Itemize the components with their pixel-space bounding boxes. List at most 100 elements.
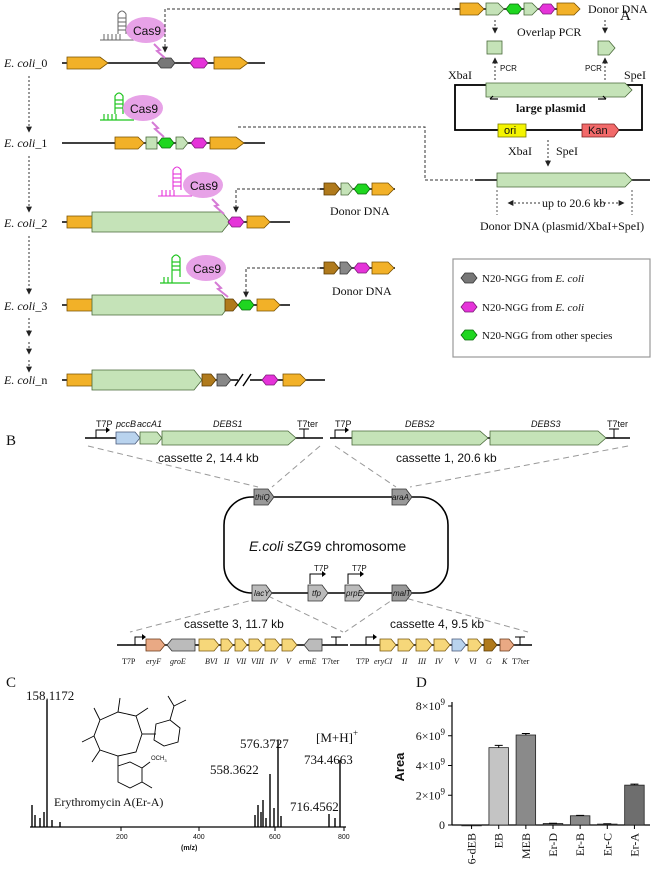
panel-c-label: C — [6, 675, 16, 691]
ion-label: [M+H]+ — [316, 728, 358, 745]
svg-text:Cas9: Cas9 — [190, 179, 218, 193]
cut-bolt-icon — [211, 198, 225, 215]
svg-text:DEBS2: DEBS2 — [405, 419, 435, 429]
pcr-fragment-right — [597, 40, 616, 56]
svg-text:Donor DNA: Donor DNA — [332, 284, 392, 298]
orange-gene-arrow — [213, 56, 249, 70]
panel-b: B T7P pccB accA1 DEBS1 T7ter cassette 2,… — [6, 419, 630, 666]
cas9-protein — [126, 17, 166, 43]
x-tick-label: Er-A — [627, 833, 641, 857]
linear-donor: up to 20.6 kb Donor DNA (plasmid/XbaI+Sp… — [475, 172, 650, 233]
svg-text:T7P: T7P — [335, 419, 352, 429]
donor-plasmid-label: Donor DNA (plasmid/XbaI+SpeI) — [480, 219, 644, 233]
xbai-lower-label: XbaI — [508, 144, 532, 158]
erythromycin-structure — [81, 695, 187, 789]
svg-text:T7ter: T7ter — [297, 419, 318, 429]
svg-text:Cas9: Cas9 — [130, 102, 158, 116]
donor-insert-line-0 — [162, 8, 455, 53]
svg-text:T7ter: T7ter — [512, 657, 530, 666]
error-bar — [494, 744, 503, 748]
svg-text:DEBS1: DEBS1 — [213, 419, 243, 429]
cassette-3-label: cassette 3, 11.7 kb — [184, 617, 284, 631]
gray-hex-icon — [460, 272, 478, 284]
svg-text:Donor DNA: Donor DNA — [330, 204, 390, 218]
large-plasmid-label: large plasmid — [516, 101, 586, 115]
row-e-coli-n — [62, 369, 325, 391]
magenta-hex-icon — [460, 301, 478, 313]
x-tick-label: MEB — [519, 833, 533, 859]
overlap-pcr-area: Overlap PCR PCR PCR — [486, 20, 616, 80]
cut-bolt-icon — [153, 43, 166, 59]
svg-text:pccB: pccB — [115, 419, 136, 429]
cassette-4-label: cassette 4, 9.5 kb — [390, 617, 484, 631]
spei-label: SpeI — [624, 68, 646, 82]
svg-text:tfp: tfp — [312, 589, 321, 598]
svg-text:II: II — [223, 657, 230, 666]
strain-label-n: E. coli_n — [3, 373, 47, 387]
row-e-coli-3: Cas9 Donor DNA — [62, 254, 395, 316]
cassette-2-label: cassette 2, 14.4 kb — [158, 451, 259, 465]
svg-text:T7P: T7P — [122, 657, 136, 666]
pcr-fragment-left — [486, 40, 503, 55]
legend-box: N20-NGG from E. coli N20-NGG from E. col… — [452, 258, 651, 358]
svg-text:716.4562: 716.4562 — [290, 799, 339, 814]
row-e-coli-1: Cas9 — [62, 92, 265, 150]
svg-text:600: 600 — [269, 834, 281, 841]
legend-item-2: N20-NGG from E. coli — [482, 302, 584, 314]
cas9-label: Cas9 — [133, 24, 161, 38]
svg-text:araA: araA — [392, 493, 409, 502]
strain-label-2: E. coli_2 — [3, 216, 47, 230]
legend-item-3: N20-NGG from other species — [482, 330, 612, 342]
plasmid-insert — [485, 82, 633, 98]
svg-text:VIII: VIII — [251, 657, 264, 666]
svg-text:IV: IV — [269, 657, 279, 666]
cut-bolt-icon — [214, 281, 229, 298]
panel-b-label: B — [6, 433, 16, 449]
svg-text:groE: groE — [170, 657, 186, 666]
donor-insert-line-1 — [237, 126, 473, 181]
y-tick-label: 6×109 — [416, 727, 446, 743]
strain-label-0: E. coli_0 — [3, 56, 47, 70]
y-tick-label: 0 — [439, 818, 445, 832]
svg-text:V: V — [286, 657, 292, 666]
chromosome-label: E.coli sZG9 chromosome — [249, 538, 406, 554]
cassette-connectors — [87, 445, 629, 633]
up-to-size-label: up to 20.6 kb — [542, 196, 605, 210]
svg-text:K: K — [501, 657, 508, 666]
bar-chart-bars — [461, 733, 645, 827]
cassette-2-top: T7P pccB accA1 DEBS1 T7ter cassette 2, 1… — [85, 419, 323, 465]
svg-text:III: III — [417, 657, 426, 666]
sgrna-green — [100, 92, 134, 121]
cassette-1-label: cassette 1, 20.6 kb — [396, 451, 497, 465]
svg-text:T7P: T7P — [352, 564, 367, 573]
donor-dna-label: Donor DNA — [588, 2, 648, 16]
svg-text:576.3727: 576.3727 — [240, 736, 289, 751]
sgrna-green-2 — [160, 254, 190, 284]
pcr-right-label: PCR — [585, 64, 602, 73]
y-tick-label: 2×109 — [416, 786, 446, 802]
svg-text:eryCI: eryCI — [374, 657, 393, 666]
ms-x-label: (m/z) — [181, 845, 197, 852]
svg-text:ermE: ermE — [299, 657, 316, 666]
error-bar — [630, 783, 639, 786]
strain-labels: E. coli_0 E. coli_1 E. coli_2 E. coli_3 … — [3, 56, 47, 387]
xbai-label: XbaI — [448, 68, 472, 82]
svg-text:IV: IV — [434, 657, 444, 666]
svg-text:734.4663: 734.4663 — [304, 752, 353, 767]
svg-text:Cas9: Cas9 — [193, 262, 221, 276]
svg-text:VI: VI — [469, 657, 477, 666]
svg-text:VII: VII — [236, 657, 247, 666]
svg-text:T7ter: T7ter — [607, 419, 628, 429]
pcr-left-label: PCR — [500, 64, 517, 73]
svg-text:BVI: BVI — [205, 657, 218, 666]
svg-text:T7P: T7P — [314, 564, 329, 573]
bar-er-a — [624, 784, 645, 826]
cut-bolt-icon — [151, 121, 165, 138]
svg-text:eryF: eryF — [146, 657, 161, 666]
svg-text:thiQ: thiQ — [255, 493, 270, 502]
orange-gene-arrow — [66, 56, 109, 70]
svg-text:T7ter: T7ter — [322, 657, 340, 666]
y-tick-label: 8×109 — [416, 697, 446, 713]
